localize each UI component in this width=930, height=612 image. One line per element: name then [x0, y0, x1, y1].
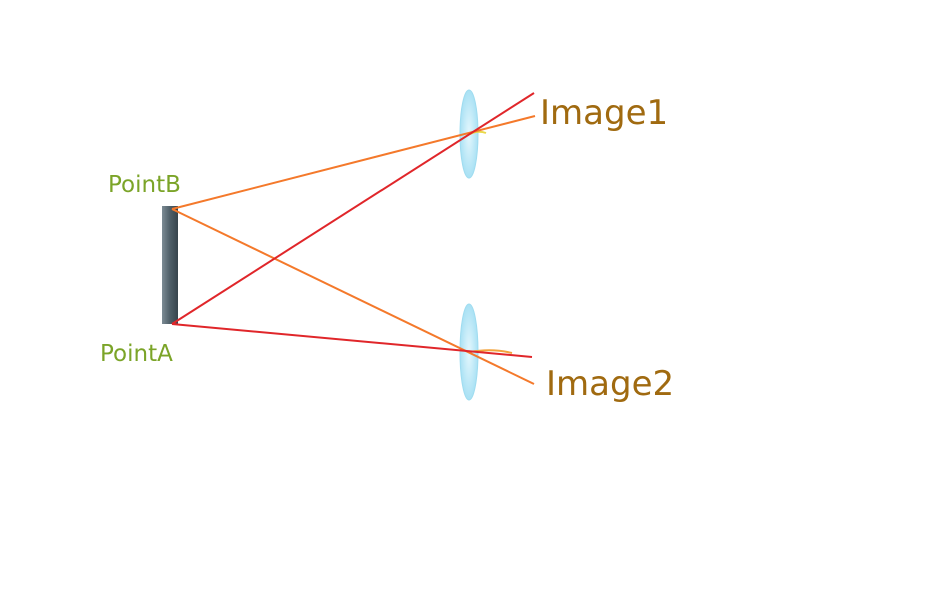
ray-a-to-image1	[171, 92, 535, 325]
image2-label: Image2	[546, 364, 675, 404]
ray-b-to-image2	[171, 208, 535, 385]
object-bar	[162, 206, 178, 324]
point-b-label: PointB	[108, 172, 181, 198]
ray-a-to-image2	[171, 323, 533, 358]
ray-b-to-image1	[171, 115, 536, 210]
point-a-label: PointA	[100, 341, 173, 367]
image1-label: Image1	[540, 93, 669, 133]
